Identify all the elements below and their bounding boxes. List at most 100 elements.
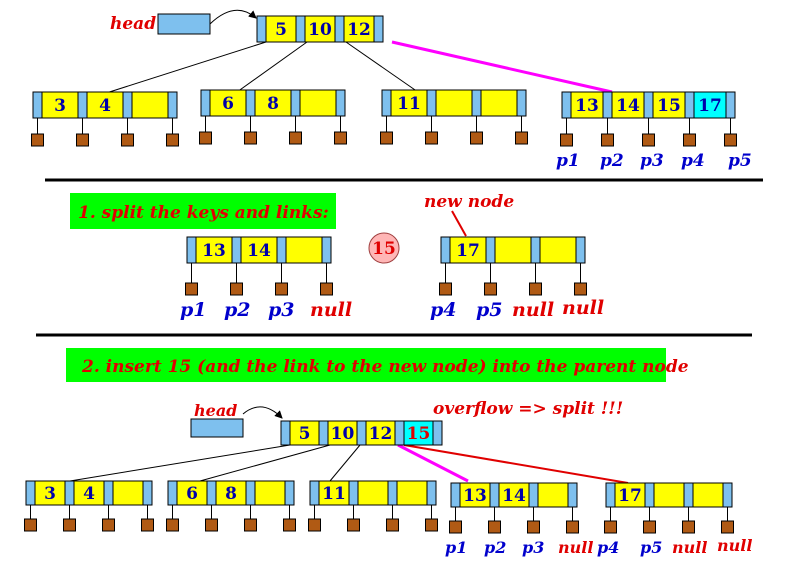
top-child-node-2-key-cell-1: [209, 89, 247, 117]
s1-left-ptr-label-2: p2: [224, 299, 251, 321]
top-child-node-3-key-cell-3: [480, 89, 518, 117]
step2-child-node-2-key-2: 8: [225, 484, 237, 504]
step2-child-node-3-key-cell-1: [318, 480, 350, 506]
middle-key-text: 15: [372, 239, 396, 259]
s2-left-ptr-label-1: p1: [445, 538, 467, 557]
step2-head-pointer-box: [190, 418, 244, 438]
step2-child-node-2-key-cell-1: [176, 480, 208, 506]
step2-child-node-5-key-cell-1: [614, 482, 646, 508]
top-root-node-ptr-cell-3: [334, 15, 345, 43]
top-child-node-3-ptr-cell-1: [381, 89, 392, 117]
step2-root-node-ptr-cell-2: [318, 420, 329, 446]
step2-child-node-4-ptr-cell-2: [489, 482, 500, 508]
top-child-node-1-ptr-cell-3: [122, 91, 133, 119]
step2-child-node-5-child-ptr-2: [643, 520, 656, 534]
step1-new-node-key-cell-1: [449, 236, 487, 264]
top-full-leaf-node-child-ptr-1: [560, 133, 573, 147]
step2-child-node-2-child-ptr-1: [166, 518, 179, 532]
step2-child-node-5-key-1: 17: [618, 486, 642, 506]
step2-child-node-5-child-ptr-4: [721, 520, 734, 534]
step2-child-node-5-key-cell-2: [653, 482, 685, 508]
head-arrow: [209, 9, 257, 25]
step1-new-node: 17: [439, 236, 587, 296]
top-child-node-2-ptr-cell-1: [200, 89, 211, 117]
top-child-node-1-child-ptr-3: [121, 133, 134, 147]
top-edges: [99, 40, 613, 96]
step2-child-node-4-child-ptr-4: [566, 520, 579, 534]
step2-child-node-2-child-ptr-3: [244, 518, 257, 532]
s2-root-to-left-split-link: [397, 443, 469, 483]
top-root-node-key-1: 5: [275, 20, 287, 40]
root-to-child-2-edge: [236, 41, 308, 93]
step2-child-node-1-key-cell-1: [34, 480, 66, 506]
s2-left-ptr-label-3: p3: [522, 538, 544, 557]
step1-new-node-key-cell-3: [539, 236, 577, 264]
step2-child-node-5-ptr-cell-1: [605, 482, 616, 508]
step1-left-node: 13 14: [185, 236, 333, 296]
head-label: head: [110, 14, 156, 34]
step2-child-node-1-ptr-cell-1: [25, 480, 36, 506]
step1-new-node-key-1: 17: [456, 241, 480, 261]
step2-head-arrow: [242, 406, 283, 419]
step2-child-node-5-child-ptr-3: [682, 520, 695, 534]
new-node-label: new node: [424, 192, 514, 212]
step2-head-label: head: [194, 401, 237, 420]
step1-left-node-child-ptr-1: [185, 282, 198, 296]
step1-left-node-child-ptr-4: [320, 282, 333, 296]
s2-right-ptr-label-1: p4: [597, 538, 619, 557]
top-child-node-1-child-ptr-4: [166, 133, 179, 147]
top-child-node-1-key-2: 4: [99, 96, 111, 116]
step2-child-node-1-child-ptr-3: [102, 518, 115, 532]
step2-child-node-2-key-1: 6: [186, 484, 198, 504]
top-child-node-3: 11: [380, 89, 528, 145]
top-child-node-3-child-ptr-3: [470, 131, 483, 145]
step1-banner-text: 1. split the keys and links:: [78, 203, 329, 223]
top-child-node-3-key-cell-1: [390, 89, 428, 117]
top-full-leaf-node-key-1: 13: [575, 96, 599, 116]
step1-left-ptr-labels: p1 p2 p3 null: [180, 299, 352, 321]
step2-banner: [66, 348, 666, 382]
step1-new-node-ptr-cell-4: [575, 236, 586, 264]
step1-new-node-key-cell-2: [494, 236, 532, 264]
top-child-node-2-child-ptr-4: [334, 131, 347, 145]
step2-child-node-3-ptr-cell-4: [426, 480, 437, 506]
step2-child-node-5: 17: [604, 482, 734, 534]
top-root-node-ptr-cell-1: [256, 15, 267, 43]
step1-new-node-child-ptr-2: [484, 282, 497, 296]
top-root-node-key-3: 12: [347, 20, 371, 40]
top-child-node-3-ptr-cell-2: [426, 89, 437, 117]
top-child-node-3-child-ptr-4: [515, 131, 528, 145]
top-full-leaf-node-ptr-cell-5: [725, 91, 736, 119]
top-ptr-labels: p1 p2 p3 p4 p5: [556, 151, 752, 171]
step1-left-node-key-2: 14: [247, 241, 271, 261]
s2-right-ptr-label-2: p5: [640, 538, 662, 557]
step1-left-node-key-cell-2: [240, 236, 278, 264]
top-full-leaf-node-key-4: 17: [698, 96, 722, 116]
top-full-leaf-node-ptr-cell-2: [602, 91, 613, 119]
top-child-node-2-child-ptr-1: [199, 131, 212, 145]
step2-child-node-1-ptr-cell-4: [142, 480, 153, 506]
step2-child-node-2-ptr-cell-3: [245, 480, 256, 506]
top-child-node-2-key-cell-3: [299, 89, 337, 117]
step2-child-node-1-ptr-cell-2: [64, 480, 75, 506]
step1-new-node-child-ptr-4: [574, 282, 587, 296]
step1-left-node-key-1: 13: [202, 241, 226, 261]
top-child-node-2-ptr-cell-3: [290, 89, 301, 117]
step2-child-node-3-key-1: 11: [322, 484, 346, 504]
top-root-node-key-cell-3: [343, 15, 375, 43]
ptr-label-p1: p1: [556, 151, 580, 171]
step1-new-node-child-ptr-3: [529, 282, 542, 296]
top-full-leaf-node-child-ptr-4: [683, 133, 696, 147]
top-child-node-2-key-1: 6: [222, 94, 234, 114]
step2-child-node-1-key-cell-2: [73, 480, 105, 506]
top-full-leaf-node-key-cell-2: [611, 91, 645, 119]
step2-child-node-3-child-ptr-2: [347, 518, 360, 532]
step2-child-node-4-child-ptr-2: [488, 520, 501, 534]
s2-right-ptr-label-4: null: [717, 536, 752, 555]
s2-root-to-child-2-edge: [199, 444, 331, 482]
new-node-pointer-line: [451, 210, 467, 237]
step2-child-node-5-child-ptr-1: [604, 520, 617, 534]
step2-child-node-5-ptr-cell-2: [644, 482, 655, 508]
